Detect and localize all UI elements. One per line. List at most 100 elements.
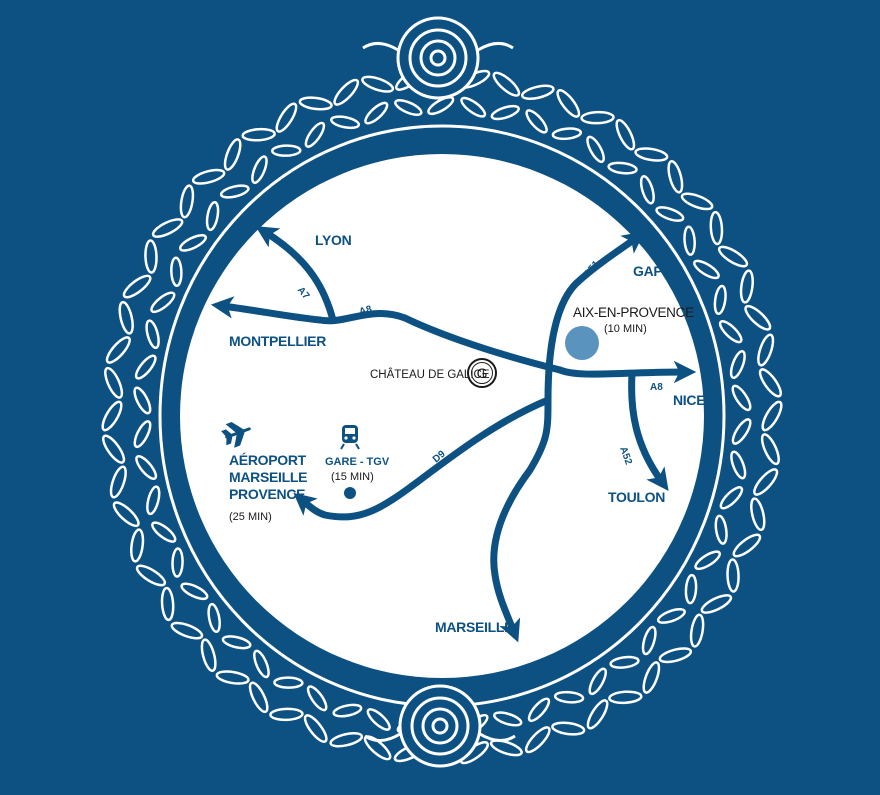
laurel-leaf: [171, 547, 184, 578]
label-lyon: LYON: [315, 232, 352, 248]
laurel-leaf: [744, 304, 772, 331]
road-a8-west: [210, 296, 564, 374]
road-label-a8-west: A8: [358, 304, 374, 318]
chateau-logo-letter: G: [477, 365, 488, 381]
laurel-leaf: [104, 366, 124, 399]
label-station-time: (15 MIN): [331, 471, 374, 483]
laurel-leaf: [118, 300, 134, 335]
road-d9: [293, 396, 552, 521]
road-label-a8-east: A8: [650, 382, 663, 393]
laurel-leaf: [191, 168, 226, 185]
laurel-leaf: [330, 115, 361, 130]
laurel-leaf: [170, 621, 204, 640]
laurel-leaf: [714, 514, 728, 545]
laurel-leaf: [151, 218, 184, 238]
road-a52: [628, 370, 669, 492]
laurel-leaf: [460, 96, 487, 118]
laurel-wreath: [101, 67, 783, 765]
laurel-leaf: [729, 350, 746, 379]
laurel-leaf: [394, 99, 423, 117]
laurel-leaf: [731, 418, 752, 445]
laurel-leaf: [492, 71, 521, 97]
laurel-leaf: [146, 485, 161, 516]
laurel-leaf: [658, 647, 693, 664]
rose-icon: [362, 16, 514, 100]
laurel-leaf: [200, 638, 217, 672]
laurel-leaf: [732, 533, 762, 558]
label-airport-line3: PROVENCE: [229, 486, 305, 502]
laurel-leaf: [527, 697, 551, 723]
laurel-leaf: [739, 269, 754, 304]
label-airport-line2: MARSEILLE: [229, 469, 307, 485]
chateau-logo-icon: G: [467, 358, 497, 388]
laurel-leaf: [150, 291, 176, 314]
laurel-leaf: [726, 558, 740, 593]
laurel-leaf: [493, 711, 523, 727]
laurel-leaf: [248, 681, 269, 714]
laurel-leaf: [221, 635, 252, 650]
laurel-leaf: [760, 433, 780, 466]
laurel-leaf: [641, 625, 657, 656]
laurel-leaf: [207, 602, 221, 634]
laurel-leaf: [684, 573, 698, 605]
station-marker: [344, 487, 356, 499]
laurel-leaf: [180, 582, 209, 601]
laurel-leaf: [179, 184, 195, 219]
laurel-leaf: [215, 670, 250, 685]
laurel-leaf: [524, 726, 551, 754]
laurel-leaf: [642, 661, 661, 694]
laurel-leaf: [223, 138, 242, 171]
laurel-leaf: [333, 78, 360, 106]
label-aix-en-provence: AIX-EN-PROVENCE: [573, 305, 694, 320]
laurel-leaf: [273, 676, 304, 689]
laurel-leaf: [133, 386, 152, 415]
road-a8-east: [556, 360, 697, 384]
rose-icon: [364, 684, 516, 768]
road-a7: [255, 226, 337, 324]
label-station: GARE - TGV: [325, 456, 390, 468]
laurel-leaf: [306, 685, 328, 712]
laurel-leaf: [364, 101, 389, 125]
label-chateau: CHÂTEAU DE GALICE: [370, 368, 490, 381]
laurel-leaf: [102, 434, 126, 464]
laurel-leaf: [130, 528, 145, 563]
laurel-leaf: [253, 649, 270, 679]
laurel-leaf: [586, 699, 609, 730]
laurel-leaf: [170, 256, 183, 287]
train-icon: [340, 425, 360, 450]
laurel-leaf: [135, 454, 158, 481]
laurel-leaf: [361, 75, 395, 93]
laurel-leaf: [719, 486, 744, 510]
laurel-leaf: [144, 239, 158, 274]
laurel-leaf: [145, 319, 160, 350]
laurel-leaf: [608, 690, 643, 705]
laurel-leaf: [588, 667, 608, 696]
laurel-leaf: [634, 147, 669, 162]
airplane-icon: [221, 422, 251, 448]
label-marseille: MARSEILLE: [435, 619, 513, 635]
laurel-leaf: [639, 175, 655, 205]
laurel-leaf: [134, 354, 157, 380]
laurel-leaf: [700, 594, 733, 614]
laurel-leaf: [713, 284, 727, 316]
laurel-leaf: [109, 465, 127, 499]
label-airport-line1: AÉROPORT: [229, 452, 307, 468]
road-main-south: [490, 396, 552, 643]
laurel-leaf: [304, 121, 326, 148]
laurel-leaf: [680, 192, 714, 211]
laurel-leaf: [269, 707, 304, 722]
laurel-leaf: [667, 160, 684, 194]
laurel-leaf: [607, 161, 638, 175]
label-montpellier: MONTPELLIER: [229, 333, 326, 349]
laurel-leaf: [615, 118, 636, 151]
laurel-leaf: [329, 732, 364, 748]
laurel-leaf: [490, 104, 520, 121]
label-aix-time: (10 MIN): [604, 323, 647, 335]
laurel-leaf: [525, 109, 548, 134]
laurel-leaf: [580, 110, 615, 125]
laurel-leaf: [205, 200, 220, 232]
laurel-leaf: [366, 708, 391, 731]
laurel-leaf: [332, 703, 363, 718]
laurel-leaf: [656, 608, 686, 624]
laurel-leaf: [694, 550, 722, 571]
